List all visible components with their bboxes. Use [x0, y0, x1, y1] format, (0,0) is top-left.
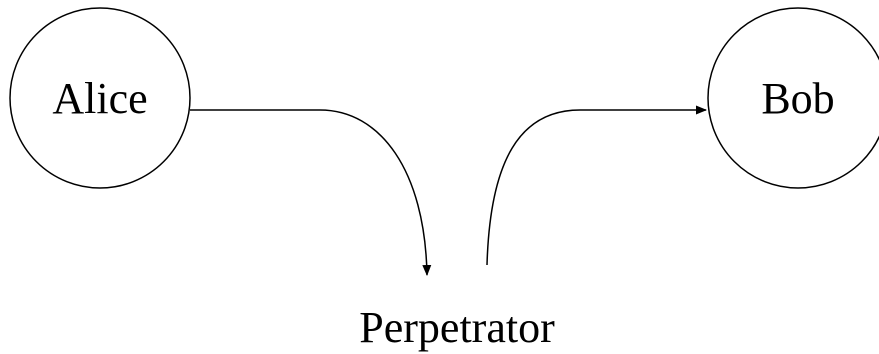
node-perpetrator: Perpetrator — [359, 303, 555, 352]
node-perpetrator-label: Perpetrator — [359, 303, 555, 352]
node-bob: Bob — [707, 7, 879, 189]
node-alice: Alice — [9, 7, 191, 189]
node-alice-circle — [9, 7, 191, 189]
edge-perpetrator-to-bob — [486, 105, 707, 266]
edge-alice-to-perpetrator — [190, 109, 432, 276]
node-bob-circle — [707, 7, 879, 189]
node-alice-label: Alice — [52, 74, 147, 123]
node-bob-label: Bob — [761, 74, 834, 123]
